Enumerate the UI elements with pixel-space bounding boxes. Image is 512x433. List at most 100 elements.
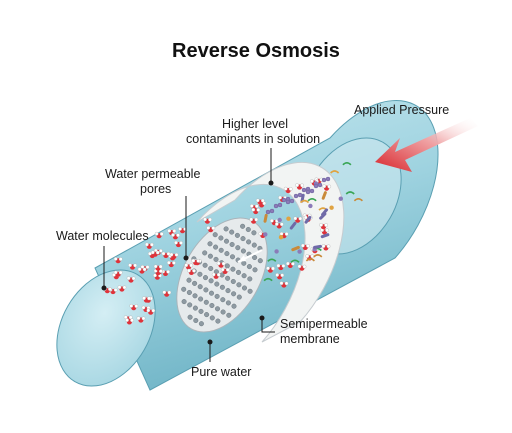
contaminant-icon [330, 170, 340, 174]
water-molecule-icon [322, 184, 332, 191]
leader-lines [103, 148, 275, 362]
contaminant-icon [321, 208, 329, 216]
contaminant-icon [289, 198, 295, 204]
contaminant-icon [309, 188, 315, 194]
contaminant-icon [289, 221, 297, 230]
water-molecule-icon [153, 264, 163, 271]
contaminant-icon [305, 258, 315, 262]
water-molecule-icon [286, 261, 295, 268]
water-molecule-icon [113, 257, 123, 264]
contaminant-icon [290, 259, 300, 263]
water-molecule-icon [293, 216, 303, 223]
contaminant-icon [278, 235, 284, 240]
contaminant-icon [304, 216, 312, 224]
contaminant-icon [345, 191, 355, 195]
water-molecule-icon [113, 270, 123, 277]
water-molecule-icon [126, 276, 136, 283]
water-molecule-icon [129, 304, 139, 311]
contaminant-icon [291, 245, 300, 252]
contaminant-icon [297, 249, 302, 254]
contaminant-icon [320, 233, 330, 239]
label-membrane-line1: Semipermeable [280, 317, 368, 331]
water-molecule-icon [266, 266, 275, 273]
water-molecule-icon [211, 272, 221, 279]
contaminant-icon [321, 177, 327, 183]
tube-left-end [56, 269, 156, 387]
contaminant-icon [286, 216, 291, 221]
contaminant-icon [281, 197, 287, 203]
water-molecule-icon [295, 183, 304, 190]
contaminant-icon [313, 244, 322, 249]
water-molecule-icon [319, 223, 328, 230]
water-molecule-icon [251, 207, 261, 215]
water-molecule-icon [320, 228, 329, 235]
contaminant-icon [274, 249, 279, 254]
contaminant-icon [353, 198, 363, 202]
label-applied-pressure: Applied Pressure [354, 103, 450, 117]
water-molecule-icon [220, 267, 230, 274]
contaminant-icon [269, 208, 275, 214]
contaminant-icon [285, 199, 291, 205]
water-molecule-icon [255, 198, 265, 205]
water-molecule-icon [321, 244, 331, 251]
water-molecule-icon [150, 250, 160, 257]
water-molecule-icon [184, 263, 194, 270]
contaminant-icon [263, 277, 273, 282]
label-water-molecules: Water molecules [56, 229, 149, 243]
water-molecule-icon [137, 267, 147, 274]
water-molecule-icon [169, 252, 179, 259]
diagram-title: Reverse Osmosis [172, 40, 340, 62]
water-molecule-icon [216, 261, 226, 268]
contaminant-icon [265, 209, 271, 215]
water-molecule-icon [279, 281, 289, 288]
water-molecule-icon [128, 263, 137, 270]
pressure-arrow-icon [375, 118, 478, 172]
water-molecule-icon [161, 251, 171, 258]
water-molecule-icon [167, 260, 176, 268]
contaminant-icon [329, 205, 334, 210]
contaminant-icon [307, 198, 317, 202]
water-molecule-icon [187, 268, 196, 275]
water-molecule-icon [283, 186, 293, 194]
water-molecule-icon [162, 290, 172, 297]
contaminant-icon [263, 232, 268, 237]
contaminant-icon [301, 187, 307, 193]
water-molecule-icon [142, 296, 151, 303]
water-molecule-icon [249, 217, 259, 224]
contaminant-icon [313, 183, 319, 189]
semipermeable-membrane [196, 161, 345, 343]
label-pure-water: Pure water [191, 365, 252, 379]
contaminant-icon [313, 254, 323, 258]
label-membrane-line2: membrane [280, 332, 340, 346]
contaminant-icon [317, 182, 323, 188]
water-molecule-icon [301, 243, 310, 250]
contaminant-icon [277, 217, 282, 223]
water-molecule-icon [297, 264, 307, 271]
water-molecule-icon [141, 305, 151, 312]
contaminant-icon [325, 176, 331, 182]
contaminants-group [263, 162, 363, 282]
water-molecule-icon [154, 231, 164, 239]
water-molecule-icon [174, 240, 183, 248]
leader-dots [101, 180, 274, 345]
water-molecule-icon [117, 285, 127, 292]
contaminant-icon [342, 162, 352, 166]
water-molecule-icon [171, 233, 180, 240]
water-molecule-icon [206, 226, 216, 233]
contaminant-icon [321, 191, 327, 200]
label-contaminants-line1: Higher level [222, 117, 289, 131]
label-pores-line1: Water permeable [105, 167, 201, 181]
contaminant-icon [267, 258, 277, 262]
contaminant-icon [277, 202, 283, 208]
label-pores-line2: pores [140, 182, 172, 196]
contaminant-icon [299, 199, 310, 204]
water-molecule-icon [146, 308, 156, 315]
water-molecule-icon [275, 273, 285, 280]
water-molecule-icon [145, 242, 154, 249]
water-molecule-icon [203, 217, 212, 224]
contaminant-icon [305, 189, 311, 195]
label-contaminants-line2: contaminants in solution [186, 132, 321, 146]
water-molecule-icon [191, 258, 201, 266]
